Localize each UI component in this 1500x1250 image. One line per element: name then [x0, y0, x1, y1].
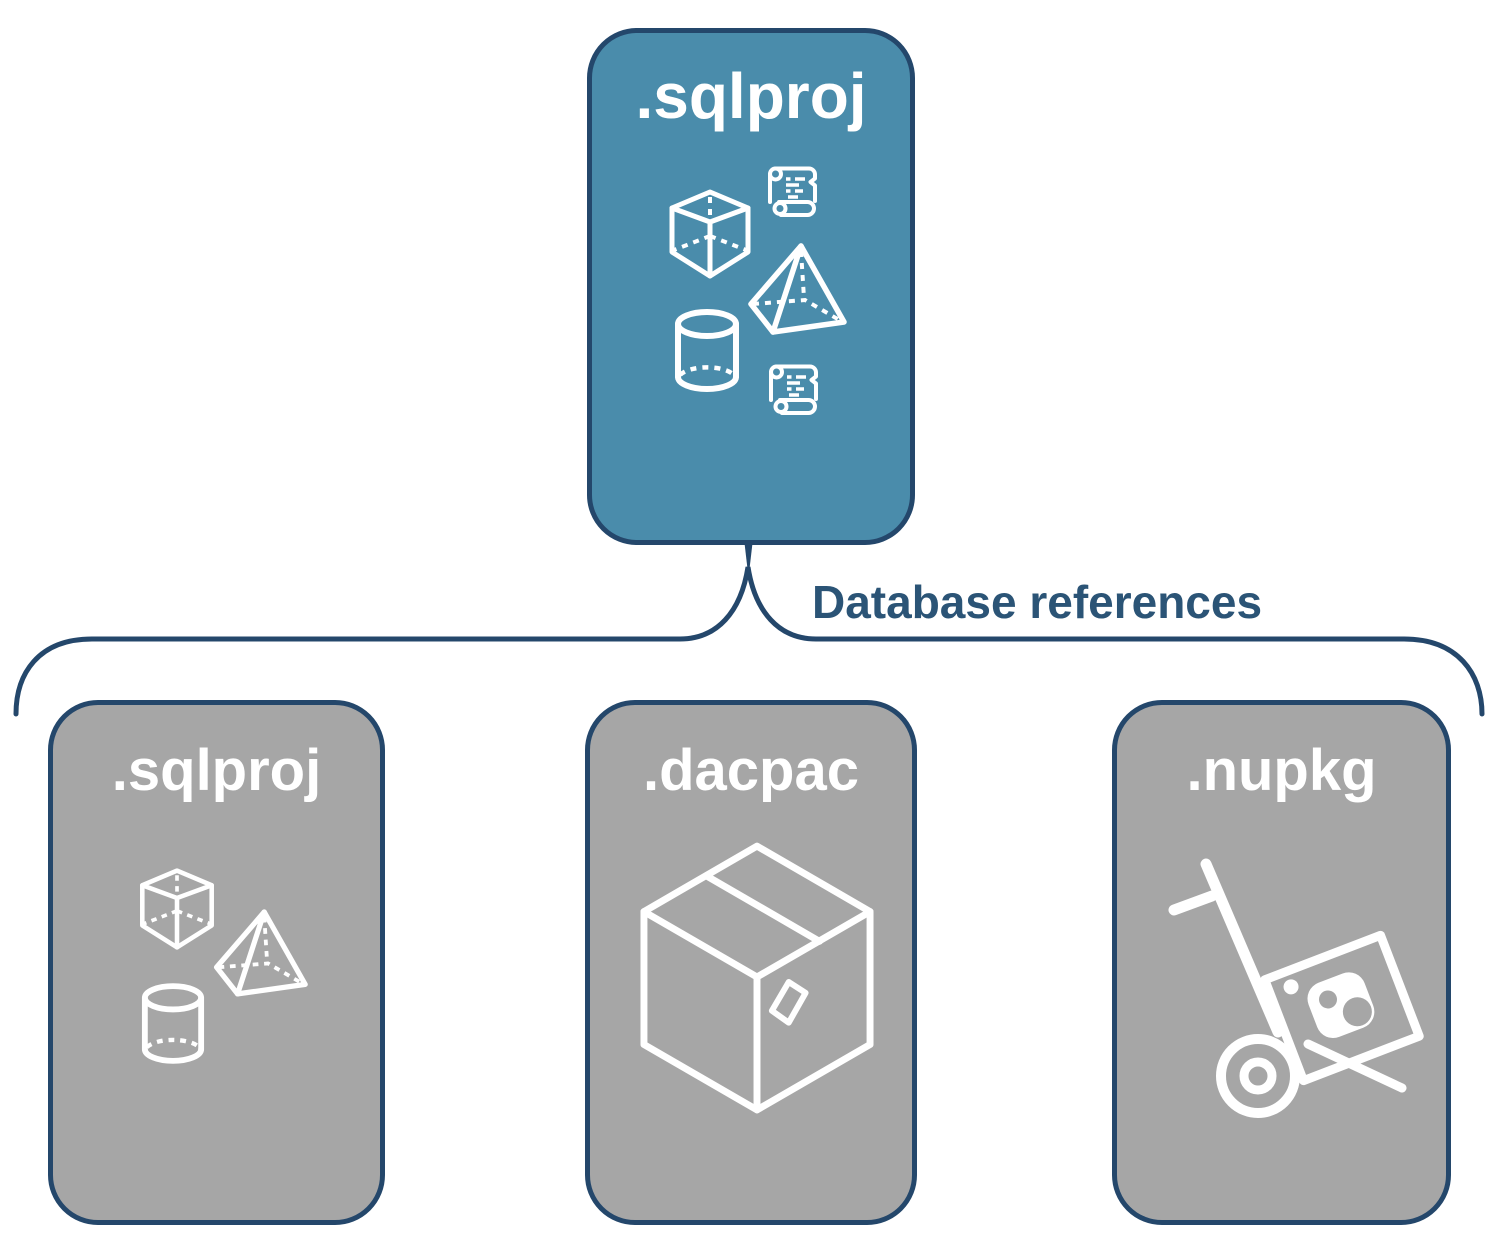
root-node-title: .sqlproj [635, 60, 867, 132]
cylinder-icon [673, 308, 741, 394]
connector-label: Database references [812, 576, 1263, 628]
child-node-title: .nupkg [1186, 738, 1377, 803]
child-node-nupkg: .nupkg [1112, 700, 1451, 1225]
stub-line [744, 543, 753, 569]
root-node-sqlproj: .sqlproj [587, 28, 915, 545]
nuget-package [1260, 930, 1424, 1086]
child-node-title: .dacpac [643, 738, 859, 803]
cube-icon [668, 188, 752, 280]
child-node-title: .sqlproj [111, 738, 322, 803]
cube-icon [135, 867, 219, 951]
scroll-icon [766, 359, 822, 417]
nuget-handtruck-icon [1162, 850, 1432, 1130]
scroll-icon [765, 161, 821, 219]
child-node-sqlproj: .sqlproj [48, 700, 385, 1225]
pyramid-icon [209, 901, 309, 1003]
cylinder-icon [140, 982, 206, 1066]
package-box-icon [638, 840, 876, 1120]
child-node-dacpac: .dacpac [585, 700, 917, 1225]
pyramid-icon [743, 238, 848, 338]
